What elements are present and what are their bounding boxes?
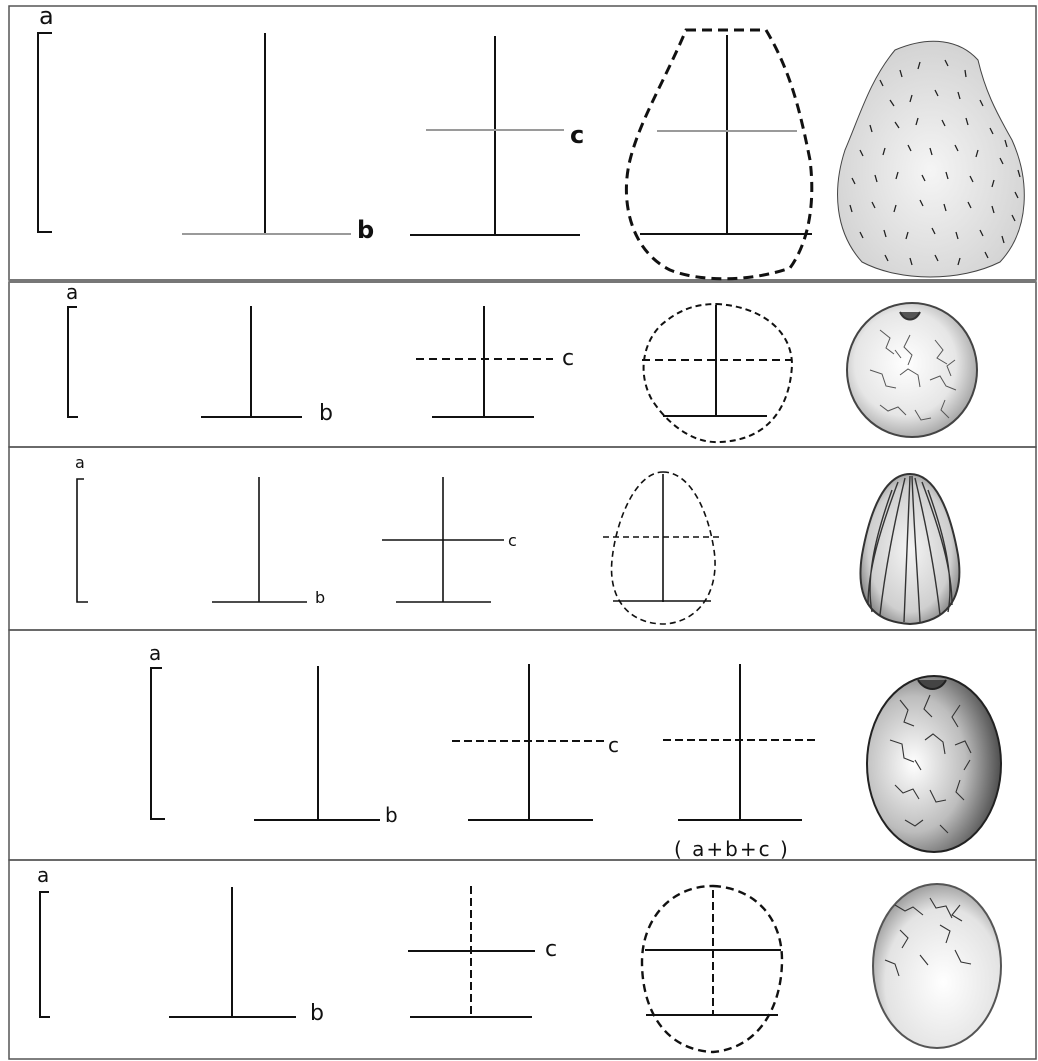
row-3-b-label: b xyxy=(315,588,325,607)
row-5: a b c xyxy=(37,863,1001,1052)
row-4-a-bracket xyxy=(151,668,165,819)
row-3: a b c xyxy=(75,453,959,624)
row-1-dashed-outline xyxy=(626,30,811,279)
row-3-a-bracket xyxy=(77,479,88,602)
row-5-b-label: b xyxy=(310,1001,324,1026)
row-2-c-label: c xyxy=(562,346,574,371)
row-4-b-label: b xyxy=(385,803,398,827)
row-5-a-label: a xyxy=(37,863,49,887)
row-1-a-label: a xyxy=(39,2,54,30)
row-1: a b c xyxy=(38,2,1024,279)
row-4: a b c ( a+b+c ) xyxy=(149,641,1001,861)
row-5-seed-drawing xyxy=(873,884,1001,1048)
row-2-b-label: b xyxy=(319,401,333,426)
row-5-c-label: c xyxy=(545,937,557,962)
row-4-a-label: a xyxy=(149,641,161,665)
row-2-a-bracket xyxy=(68,307,78,417)
row-5-a-bracket xyxy=(40,892,50,1017)
row-4-sum-label: ( a+b+c ) xyxy=(674,837,790,861)
row-1-b-label: b xyxy=(357,216,374,244)
row-1-a-bracket xyxy=(38,33,52,232)
row-3-a-label: a xyxy=(75,453,85,472)
row-3-c-label: c xyxy=(508,531,517,550)
row-2-seed-drawing xyxy=(847,303,977,437)
row-1-seed-drawing xyxy=(838,41,1025,277)
row-2: a b c xyxy=(66,280,977,442)
row-2-dashed-outline xyxy=(644,304,792,442)
row-2-a-label: a xyxy=(66,280,78,304)
row-4-seed-drawing xyxy=(867,676,1001,852)
row-1-c-label: c xyxy=(570,121,584,149)
row-4-c-label: c xyxy=(608,733,619,757)
